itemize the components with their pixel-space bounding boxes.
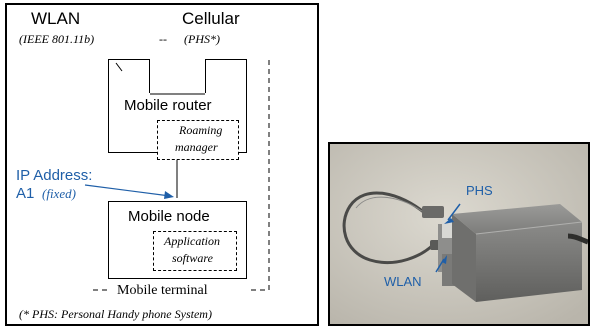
roaming-manager-box bbox=[157, 120, 239, 160]
photo-wlan-label: WLAN bbox=[384, 274, 422, 289]
device-photo: PHS WLAN bbox=[328, 142, 590, 326]
cellular-standard: (PHS*) bbox=[184, 32, 220, 46]
roaming-manager-line1: Roaming bbox=[179, 123, 223, 137]
mobile-router-label: Mobile router bbox=[124, 97, 212, 114]
application-software-line2: software bbox=[172, 251, 213, 265]
router-top-edges bbox=[150, 93, 205, 95]
mobile-terminal-label: Mobile terminal bbox=[117, 283, 208, 298]
terminal-dashed-right bbox=[249, 60, 270, 291]
ip-address-note: (fixed) bbox=[42, 186, 76, 201]
cellular-antenna-box bbox=[205, 59, 247, 95]
cable bbox=[342, 191, 436, 265]
ip-address-label: IP Address: bbox=[16, 167, 93, 184]
phs-arrow bbox=[447, 203, 461, 221]
footnote: (* PHS: Personal Handy phone System) bbox=[19, 307, 212, 321]
wlan-antenna-box bbox=[108, 59, 150, 95]
wlan-label: WLAN bbox=[31, 9, 81, 28]
cellular-label: Cellular bbox=[182, 9, 240, 28]
ip-arrow-head bbox=[164, 191, 174, 199]
mobile-node-label: Mobile node bbox=[128, 208, 210, 225]
mobile-node-box bbox=[108, 201, 247, 279]
ip-arrow bbox=[84, 184, 171, 197]
diagram-lines bbox=[84, 60, 270, 291]
roaming-manager-line2: manager bbox=[175, 140, 218, 154]
device-photo-image bbox=[330, 144, 588, 324]
architecture-diagram: WLAN (IEEE 801.11b) -- Cellular (PHS*) M… bbox=[5, 3, 319, 326]
application-software-box bbox=[153, 231, 237, 271]
wlan-antenna-mark bbox=[115, 62, 123, 72]
application-software-line1: Application bbox=[164, 234, 220, 248]
connector-dash: -- bbox=[159, 32, 167, 46]
wlan-standard: (IEEE 801.11b) bbox=[19, 32, 95, 46]
ip-address-value: A1 bbox=[16, 185, 35, 202]
photo-phs-label: PHS bbox=[466, 183, 493, 198]
